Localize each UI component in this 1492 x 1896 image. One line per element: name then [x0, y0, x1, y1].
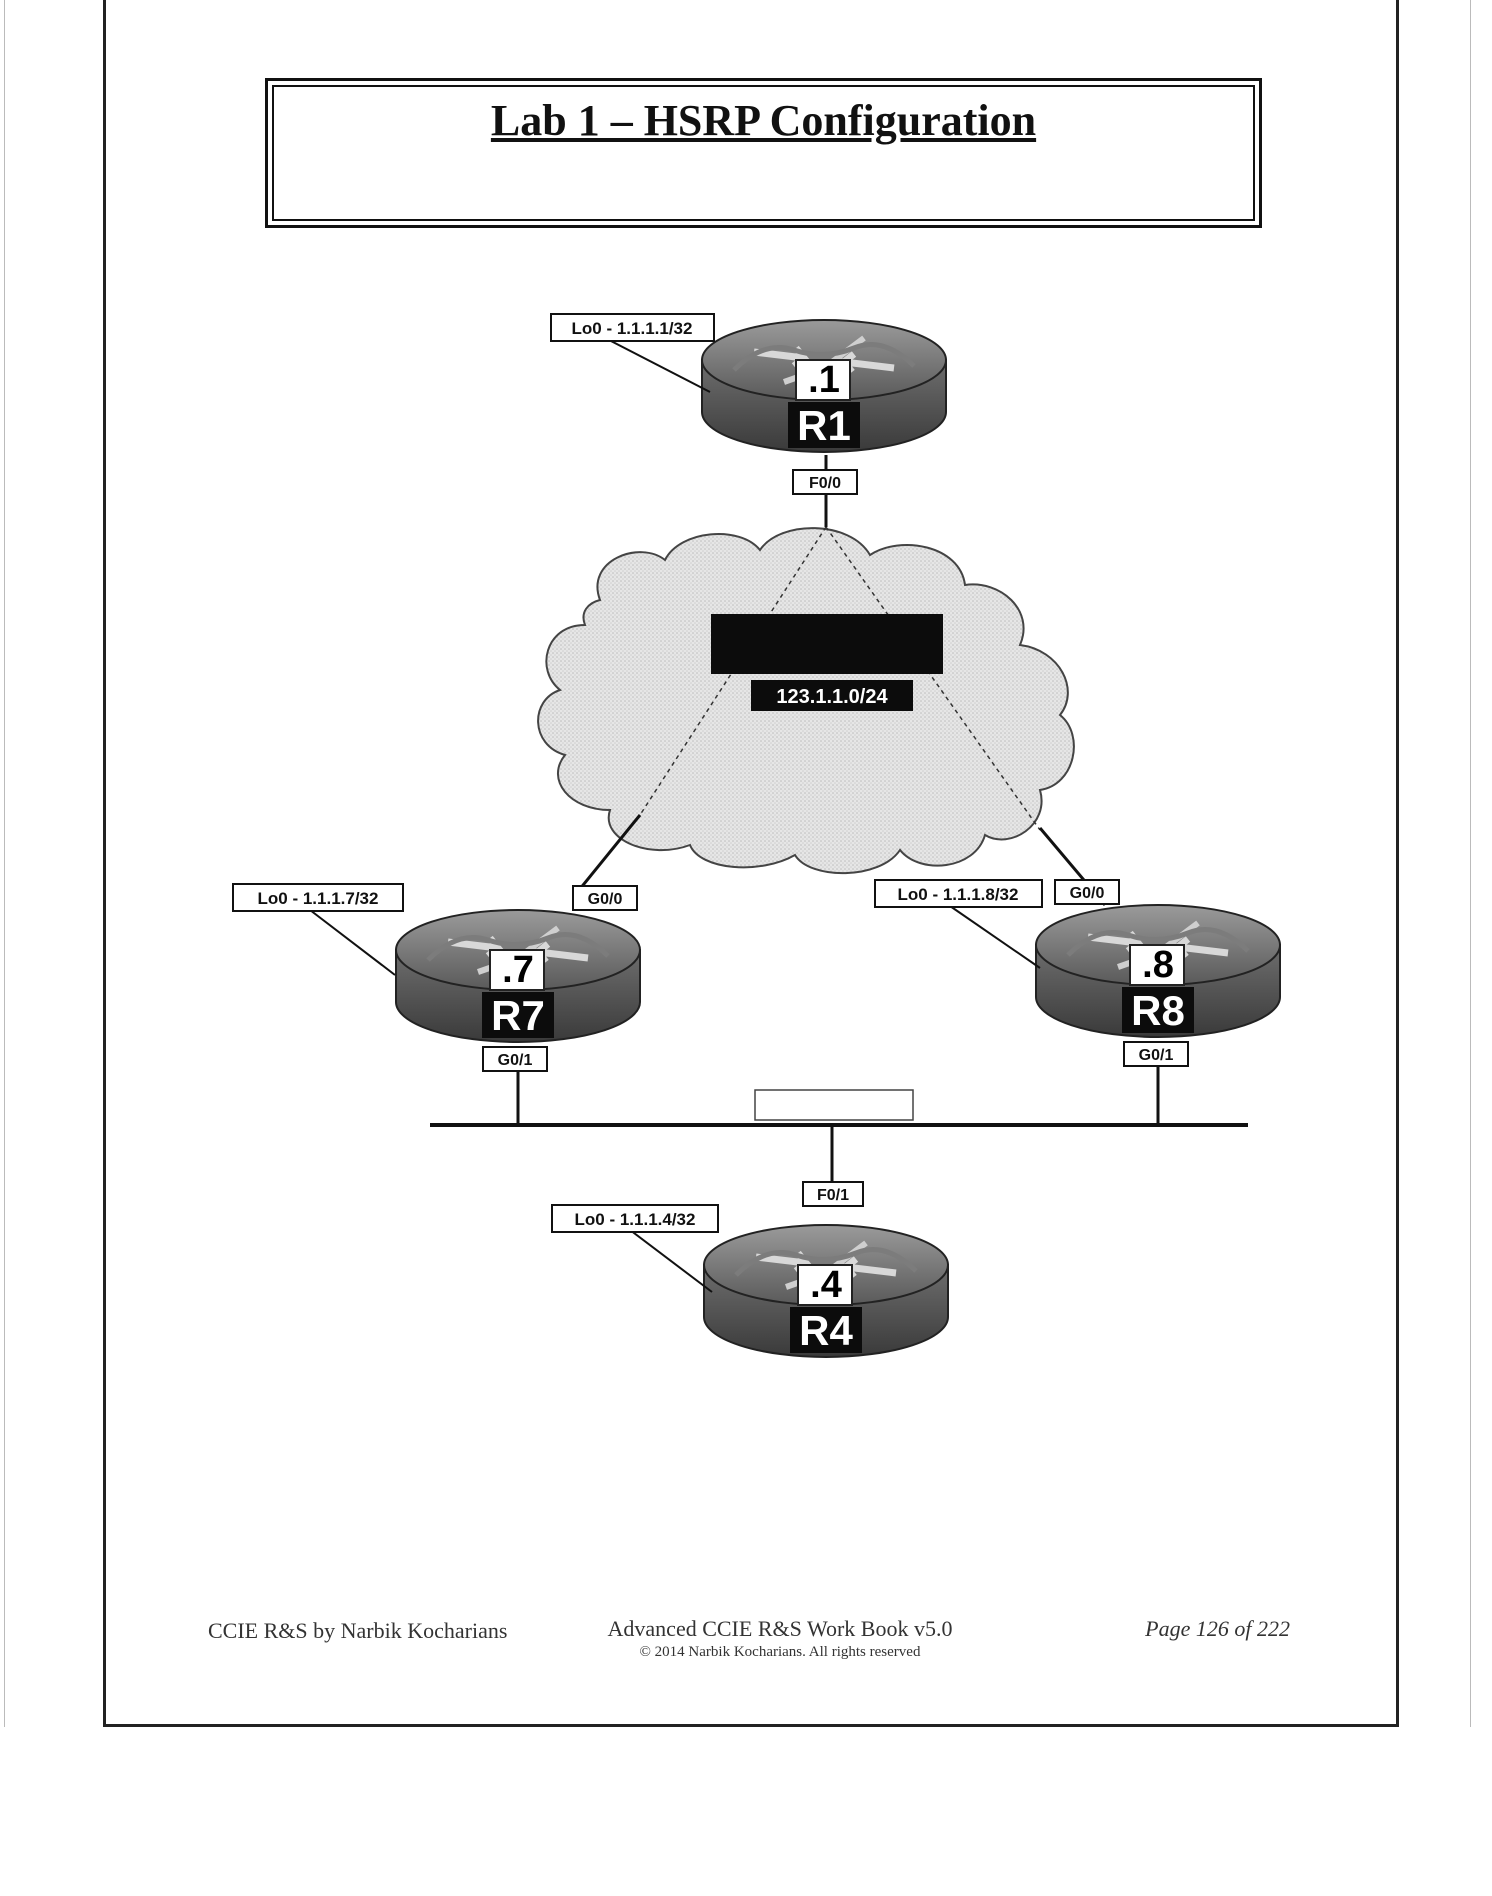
r7-loopback-label: Lo0 - 1.1.1.7/32	[258, 889, 379, 908]
footer-page-number: Page 126 of 222	[1145, 1616, 1290, 1641]
r7-interface-down-label: G0/1	[498, 1052, 533, 1069]
r1-loopback-label: Lo0 - 1.1.1.1/32	[572, 319, 693, 338]
router-r4: .4 R4	[704, 1225, 948, 1357]
r4-host-label: .4	[810, 1264, 842, 1306]
footer-book-title: Advanced CCIE R&S Work Book v5.0	[607, 1616, 953, 1641]
router-r1: .1 R1	[702, 320, 946, 452]
router-r8: .8 R8	[1036, 905, 1280, 1037]
page-title: Lab 1 – HSRP Configuration	[490, 96, 1037, 145]
redacted-block	[711, 614, 943, 674]
r4-interface-label: F0/1	[817, 1187, 849, 1204]
footer-copyright: © 2014 Narbik Kocharians. All rights res…	[639, 1644, 921, 1660]
lan-label-box	[754, 1089, 914, 1121]
r1-name-label: R1	[797, 402, 851, 449]
scan-edge-right	[1470, 0, 1471, 1727]
r1-interface-label: F0/0	[809, 475, 841, 492]
page-frame	[103, 0, 1399, 1727]
r8-loopback-label: Lo0 - 1.1.1.8/32	[898, 885, 1019, 904]
r8-interface-down-label: G0/1	[1139, 1047, 1174, 1064]
subnet-label-box	[751, 680, 913, 711]
subnet-label: 123.1.1.0/24	[776, 686, 888, 708]
scan-edge-left	[4, 0, 5, 1727]
r4-name-label: R4	[799, 1307, 853, 1354]
r7-host-label: .7	[502, 949, 534, 991]
r7-interface-up-label: G0/0	[588, 891, 623, 908]
r8-host-label: .8	[1142, 944, 1174, 986]
r4-loopback-label: Lo0 - 1.1.1.4/32	[575, 1210, 696, 1229]
footer-author: CCIE R&S by Narbik Kocharians	[208, 1618, 508, 1643]
r8-interface-up-label: G0/0	[1070, 885, 1105, 902]
r8-name-label: R8	[1131, 987, 1185, 1034]
r7-name-label: R7	[491, 992, 545, 1039]
r1-host-label: .1	[808, 359, 840, 401]
router-r7: .7 R7	[396, 910, 640, 1042]
title-box: Lab 1 – HSRP Configuration	[265, 78, 1262, 228]
